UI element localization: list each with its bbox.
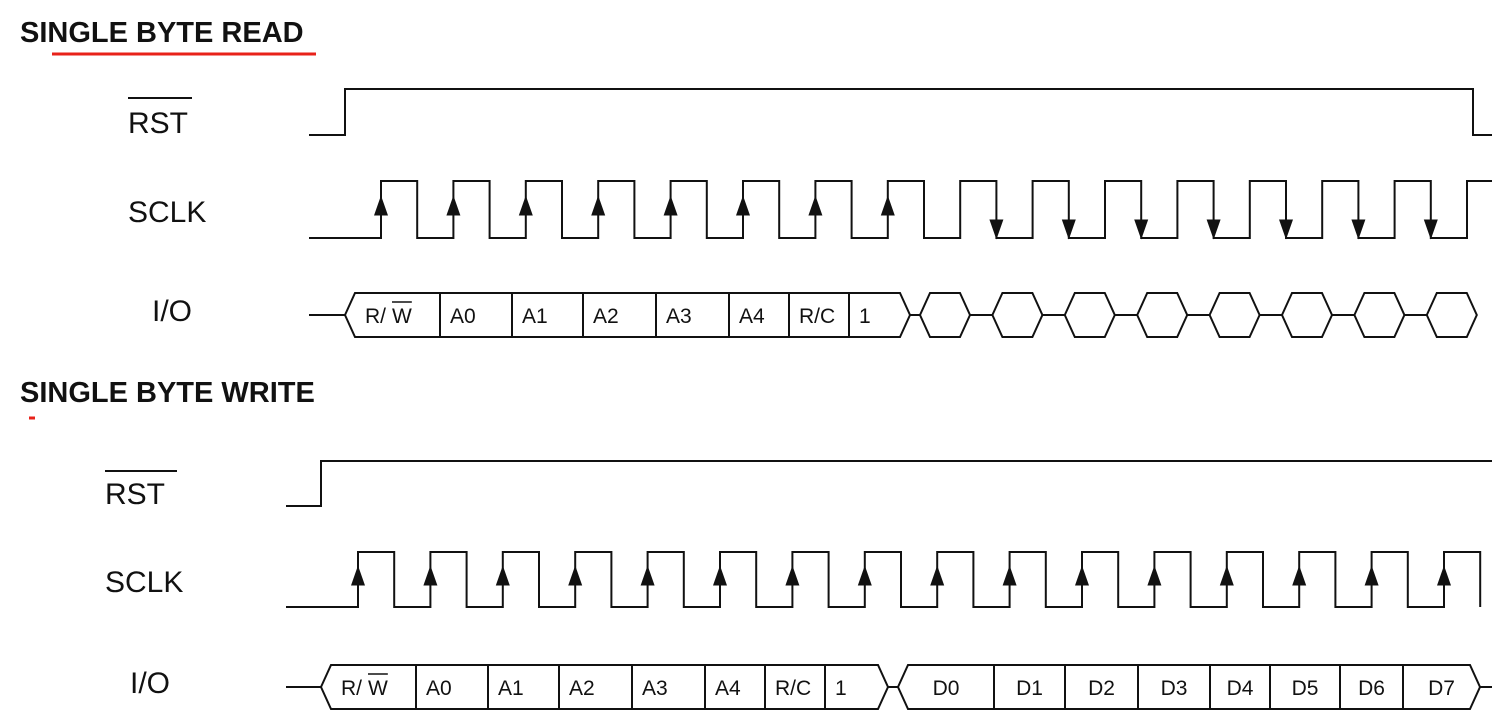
read-io-data-slot	[1208, 292, 1261, 338]
read-io-cell-5: A4	[739, 305, 765, 328]
read-rst-waveform	[309, 88, 1492, 136]
write-io-data-cell-7: D7	[1428, 677, 1455, 700]
write-io-cell-0: R/	[341, 677, 362, 700]
read-sclk-edge-arrow-rising	[663, 195, 678, 216]
write-io-cell-6: R/C	[775, 677, 811, 700]
read-sclk-label: SCLK	[128, 196, 206, 229]
write-rst-label: RST	[105, 478, 165, 511]
write-io-data-frame	[896, 664, 1482, 710]
read-io-cell-0: R/	[365, 305, 386, 328]
write-io-data-cell-0: D0	[933, 677, 960, 700]
read-sclk-edge-arrow-falling	[1279, 219, 1293, 240]
read-io-data-slot	[918, 292, 972, 338]
read-io-cell-6: R/C	[799, 305, 835, 328]
write-rst-waveform	[286, 460, 1492, 507]
read-sclk-edge-arrow-rising	[591, 195, 606, 216]
write-sclk-edge-arrow-rising	[1219, 565, 1234, 586]
write-sclk-edge-arrow-rising	[1075, 565, 1089, 586]
write-io-data-cell-2: D2	[1088, 677, 1115, 700]
read-sclk-waveform	[309, 180, 1492, 239]
read-io-bus: R/W A0 A1 A2 A3 A4 R/C 1	[309, 292, 1478, 338]
write-section: SINGLE BYTE WRITE RST SCLK I/O R/W A0 A1 A2…	[20, 377, 1492, 710]
read-io-cell-4: A3	[666, 305, 692, 328]
write-sclk-edge-arrow-rising	[930, 565, 945, 586]
write-sclk-edge-arrow-rising	[1292, 565, 1307, 586]
read-sclk-edge-arrow-rising	[808, 195, 823, 216]
write-sclk-edge-arrow-rising	[351, 565, 365, 586]
write-sclk-edge-markers	[351, 565, 1451, 586]
read-sclk-edge-markers	[374, 195, 1438, 240]
read-io-cell-1: A0	[450, 305, 476, 328]
read-sclk-edge-arrow-falling	[1351, 219, 1366, 240]
read-io-data-slot	[1353, 292, 1406, 338]
read-sclk-edge-arrow-rising	[880, 195, 895, 216]
read-io-cell-3: A2	[593, 305, 619, 328]
write-io-cell-1: A0	[426, 677, 452, 700]
write-io-cell-2: A1	[498, 677, 524, 700]
read-section: SINGLE BYTE READ RST SCLK I/O R/W A0 A1 A2 A…	[20, 17, 1492, 338]
write-sclk-edge-arrow-rising	[785, 565, 800, 586]
read-sclk-edge-arrow-rising	[736, 195, 750, 216]
read-io-label: I/O	[152, 295, 192, 328]
write-io-data-cell-3: D3	[1161, 677, 1188, 700]
read-title: SINGLE BYTE READ	[20, 17, 304, 49]
write-sclk-waveform	[286, 551, 1482, 608]
read-sclk-edge-arrow-falling	[1423, 219, 1438, 240]
read-sclk-edge-arrow-falling	[1134, 219, 1149, 240]
write-io-data-cell-6: D6	[1358, 677, 1385, 700]
read-io-data-slot	[991, 292, 1044, 338]
write-sclk-edge-arrow-rising	[423, 565, 438, 586]
write-io-cell-4: A3	[642, 677, 668, 700]
write-io-cell-7: 1	[835, 677, 847, 700]
read-io-data-slot	[1063, 292, 1116, 338]
read-sclk-edge-arrow-rising	[446, 195, 461, 216]
write-sclk-edge-arrow-rising	[713, 565, 727, 586]
read-sclk-edge-arrow-falling	[1061, 219, 1076, 240]
read-io-data-slot	[1136, 292, 1189, 338]
read-io-data-slot	[1280, 292, 1334, 338]
write-sclk-edge-arrow-rising	[1364, 565, 1379, 586]
write-io-bus: R/W A0 A1 A2 A3 A4 R/C 1 D0 D1 D2 D3 D4 D5 D6 D7	[286, 664, 1492, 710]
write-io-data-cell-4: D4	[1227, 677, 1254, 700]
write-io-cell-3: A2	[569, 677, 595, 700]
read-sclk-edge-arrow-rising	[518, 195, 533, 216]
read-io-cell-2: A1	[522, 305, 548, 328]
write-io-label: I/O	[130, 667, 170, 700]
write-sclk-edge-arrow-rising	[640, 565, 655, 586]
write-io-cell-0-overbar-text: W	[368, 677, 388, 700]
write-sclk-edge-arrow-rising	[1437, 565, 1451, 586]
write-io-data-cell-5: D5	[1292, 677, 1319, 700]
write-sclk-edge-arrow-rising	[1002, 565, 1017, 586]
read-io-data-slot	[1425, 292, 1478, 338]
write-sclk-edge-arrow-rising	[495, 565, 510, 586]
read-io-cell-0-overbar-text: W	[392, 305, 412, 328]
write-io-data-cell-1: D1	[1016, 677, 1043, 700]
write-sclk-label: SCLK	[105, 566, 183, 599]
read-sclk-edge-arrow-falling	[1206, 219, 1221, 240]
read-io-cell-7: 1	[859, 305, 871, 328]
read-sclk-edge-arrow-falling	[989, 219, 1004, 240]
read-rst-label: RST	[128, 107, 188, 140]
write-sclk-edge-arrow-rising	[568, 565, 583, 586]
write-io-cell-5: A4	[715, 677, 741, 700]
write-title: SINGLE BYTE WRITE	[20, 377, 315, 409]
read-sclk-edge-arrow-rising	[374, 195, 388, 216]
write-sclk-edge-arrow-rising	[1147, 565, 1162, 586]
write-sclk-edge-arrow-rising	[857, 565, 872, 586]
